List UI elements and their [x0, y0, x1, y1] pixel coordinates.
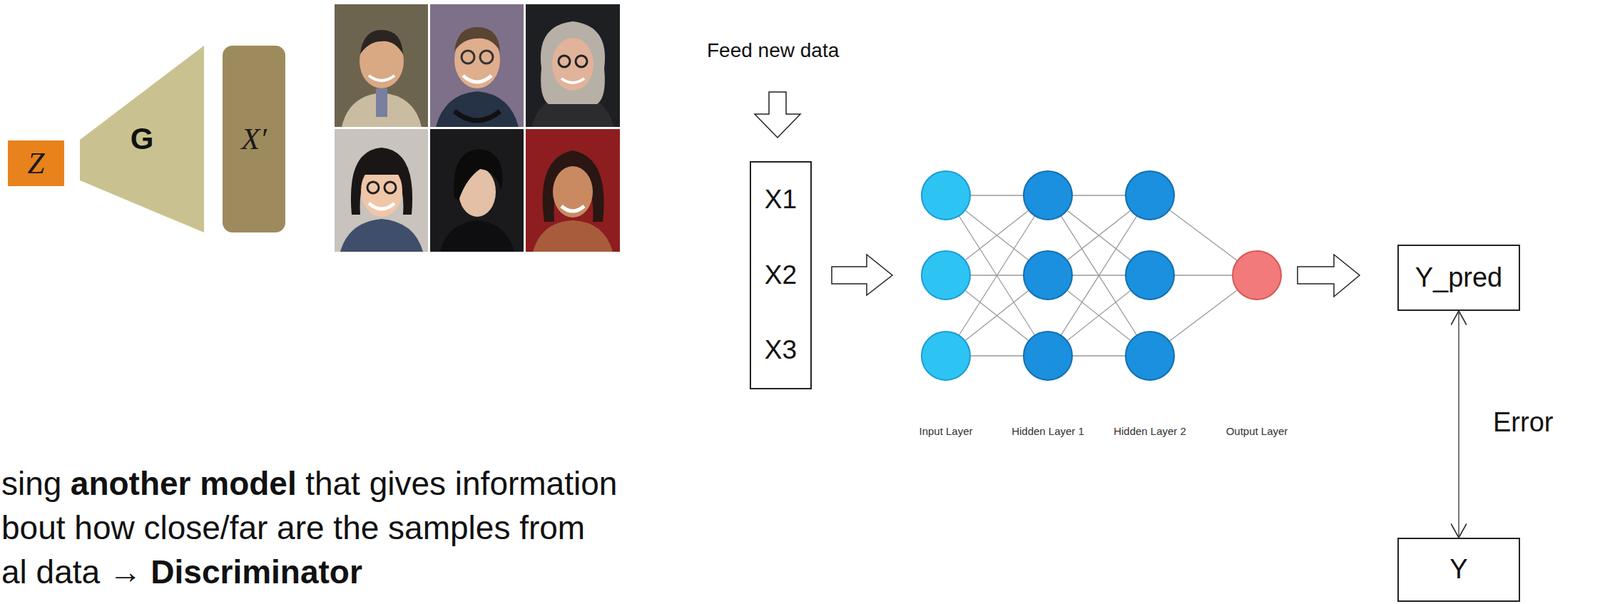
network-links [945, 195, 1257, 356]
input-caption: Feed new data [706, 39, 839, 63]
face-photo [430, 4, 524, 127]
layer-name: Hidden Layer 1 [1011, 425, 1085, 438]
face-photo [334, 4, 428, 127]
error-connector [1458, 311, 1460, 538]
node-text: Y [1449, 554, 1468, 585]
body-text: bout how close/far are the samples from [1, 509, 585, 547]
layer-name: Hidden Layer 2 [1113, 425, 1187, 438]
generator-block: G [79, 45, 205, 233]
node-text: X1 [764, 185, 797, 215]
body-text-bold: another model [70, 465, 297, 503]
node-text: X2 [764, 261, 797, 291]
network-neurons [921, 171, 1282, 381]
face-photo [525, 129, 620, 252]
body-text: sing [1, 465, 62, 503]
body-text-bold: Discriminator [150, 553, 363, 591]
face-photo [525, 4, 620, 127]
output-arrow [1297, 254, 1360, 297]
edge-label: Error [1493, 407, 1553, 438]
node-text: G [130, 122, 155, 156]
generator-shape [79, 45, 205, 233]
node-text: X′ [241, 121, 267, 156]
face-photo [334, 129, 428, 252]
body-text-line: bout how close/far are the samples from [1, 507, 595, 548]
target-box: Y [1397, 537, 1521, 603]
input-arrow [831, 254, 893, 296]
feed-arrow [754, 92, 801, 138]
body-text-line: singanother modelthat gives information [1, 463, 627, 504]
face-samples [334, 4, 620, 252]
layer-name: Input Layer [918, 425, 973, 438]
layer-name: Output Layer [1226, 425, 1289, 438]
body-text-line: al data →Discriminator [1, 552, 371, 593]
face-photo [430, 129, 524, 252]
latent-box: Z [7, 140, 65, 187]
prediction-box: Y_pred [1397, 244, 1521, 312]
node-text: Z [27, 146, 45, 180]
node-text: Y_pred [1415, 263, 1503, 294]
generated-sample-box: X′ [222, 45, 286, 233]
node-text: X3 [764, 335, 797, 366]
input-features-box: X1X2X3 [749, 161, 812, 390]
body-text: al data → [1, 553, 142, 591]
body-text: that gives information [305, 465, 618, 503]
